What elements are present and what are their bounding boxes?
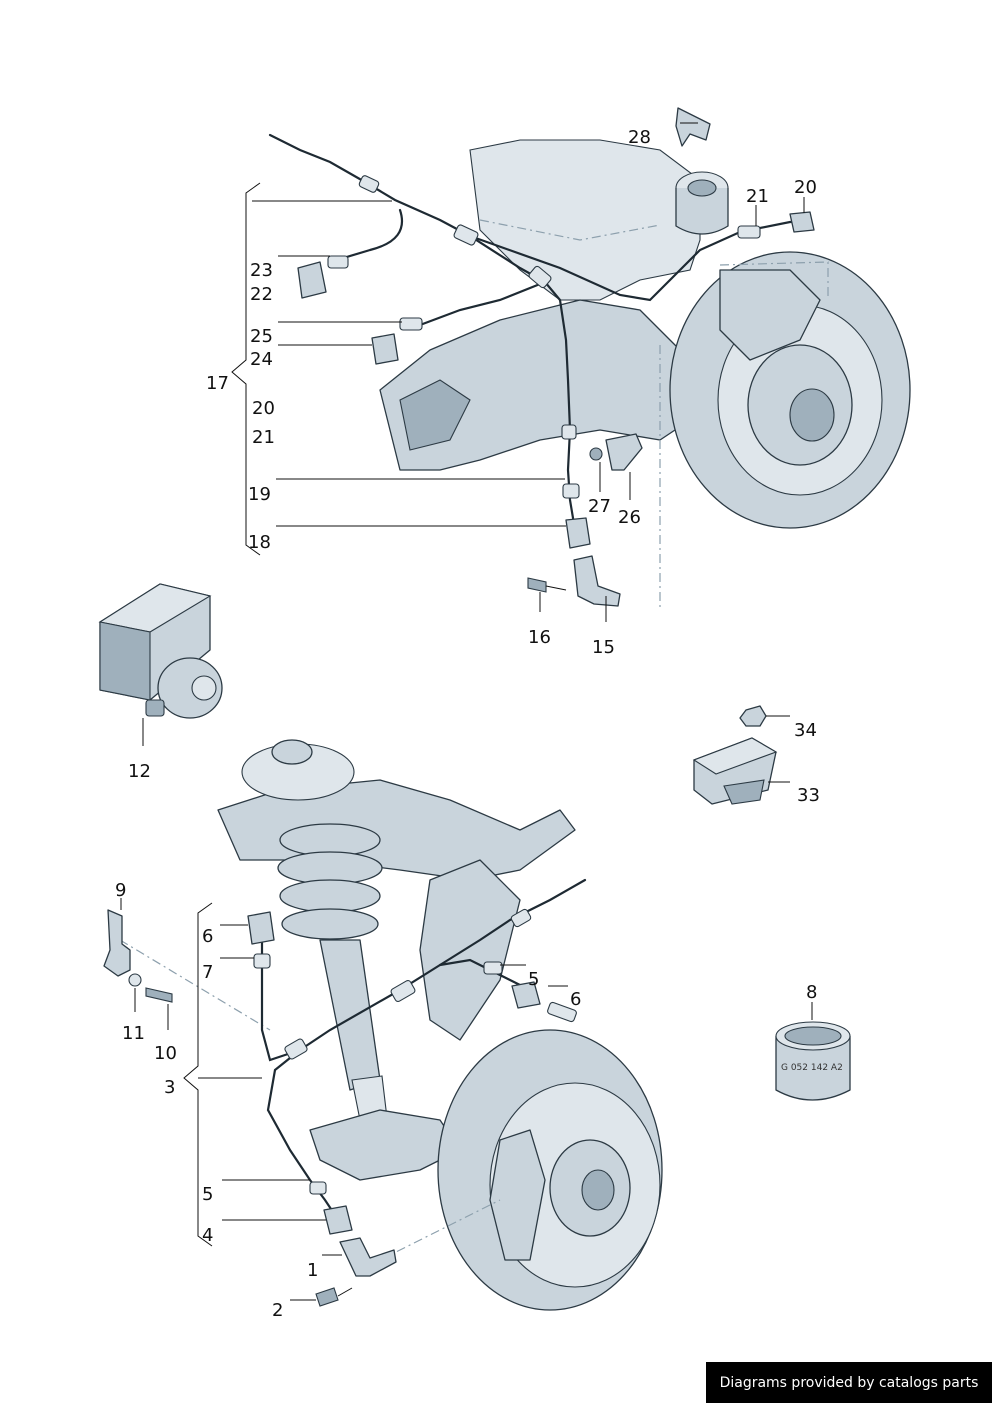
callout-22: 22 [250,284,273,305]
callout-18: 18 [248,532,271,553]
callout-5-right: 5 [528,969,539,990]
grease-container: G 052 142 A2 [775,1021,851,1101]
callout-20-list: 20 [252,398,275,419]
brace-3 [183,902,213,1247]
brace-17 [231,182,261,556]
front-axle-assembly [119,739,663,1311]
callout-10: 10 [154,1043,177,1064]
credit-banner: Diagrams provided by catalogs parts [706,1362,992,1403]
callout-3: 3 [164,1077,175,1098]
rear-clip [589,433,643,471]
front-bracket [103,909,173,1003]
abs-control-unit [98,583,223,719]
front-wiring-harness [247,878,587,1235]
callout-8: 8 [806,982,817,1003]
callout-11: 11 [122,1023,145,1044]
rear-axle-assembly [379,139,911,610]
rear-speed-sensor [527,555,621,607]
callout-34: 34 [794,720,817,741]
callout-9: 9 [115,880,126,901]
container-label: G 052 142 A2 [781,1063,843,1073]
sensor-control-unit [692,705,778,805]
callout-6-left: 6 [202,926,213,947]
leader-lines [120,122,813,1301]
callout-6-right: 6 [570,989,581,1010]
callout-4: 4 [202,1225,213,1246]
callout-16: 16 [528,627,551,648]
callout-25: 25 [250,326,273,347]
bracket-28 [675,107,711,147]
rear-wiring-harness [268,133,815,549]
callout-2: 2 [272,1300,283,1321]
callout-19: 19 [248,484,271,505]
callout-17: 17 [206,373,229,394]
front-speed-sensor [315,1237,397,1307]
callout-labels: 28 21 20 23 22 25 24 17 20 21 19 18 27 2… [115,127,820,1321]
callout-28: 28 [628,127,651,148]
callout-27: 27 [588,496,611,517]
callout-24: 24 [250,349,273,370]
credit-text: Diagrams provided by catalogs parts [719,1374,979,1391]
callout-26: 26 [618,507,641,528]
callout-5-left: 5 [202,1184,213,1205]
callout-12: 12 [128,761,151,782]
callout-1: 1 [307,1260,318,1281]
callout-21-list: 21 [252,427,275,448]
callout-21-top: 21 [746,186,769,207]
callout-23: 23 [250,260,273,281]
callout-20-top: 20 [794,177,817,198]
callout-7: 7 [202,962,213,983]
callout-15: 15 [592,637,615,658]
callout-33: 33 [797,785,820,806]
